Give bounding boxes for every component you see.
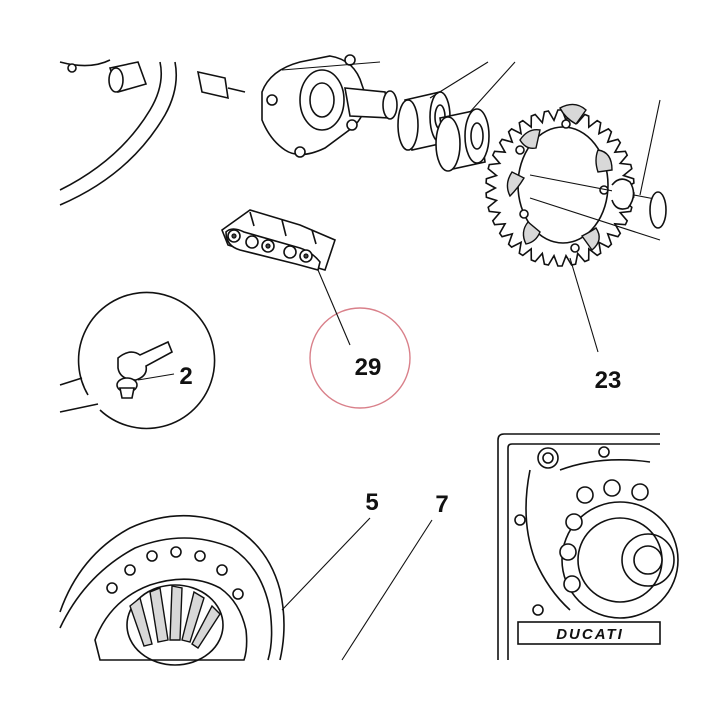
callout-2: 2 bbox=[179, 363, 192, 390]
chain-link bbox=[221, 209, 336, 271]
axle-spacer bbox=[108, 61, 148, 93]
rear-sprocket bbox=[485, 103, 635, 267]
sprocket-shaft bbox=[529, 174, 667, 241]
ducati-logo-text: DUCATI bbox=[556, 626, 624, 643]
detail-inset-valve bbox=[59, 291, 216, 430]
callout-7: 7 bbox=[435, 491, 448, 518]
callout-29: 29 bbox=[355, 354, 382, 381]
bearing-2 bbox=[435, 108, 490, 172]
hub-flange bbox=[261, 54, 367, 158]
wheel-rim-top bbox=[59, 59, 178, 206]
leader-lines bbox=[281, 257, 599, 661]
leader-lines-top bbox=[281, 61, 661, 196]
brake-disc bbox=[59, 514, 285, 666]
engine-cover: DUCATI bbox=[497, 433, 679, 660]
axle-bolt bbox=[196, 70, 246, 100]
callout-23: 23 bbox=[595, 367, 622, 394]
axle-shaft bbox=[344, 87, 398, 120]
callout-5: 5 bbox=[365, 489, 378, 516]
highlight-circle bbox=[309, 307, 411, 409]
